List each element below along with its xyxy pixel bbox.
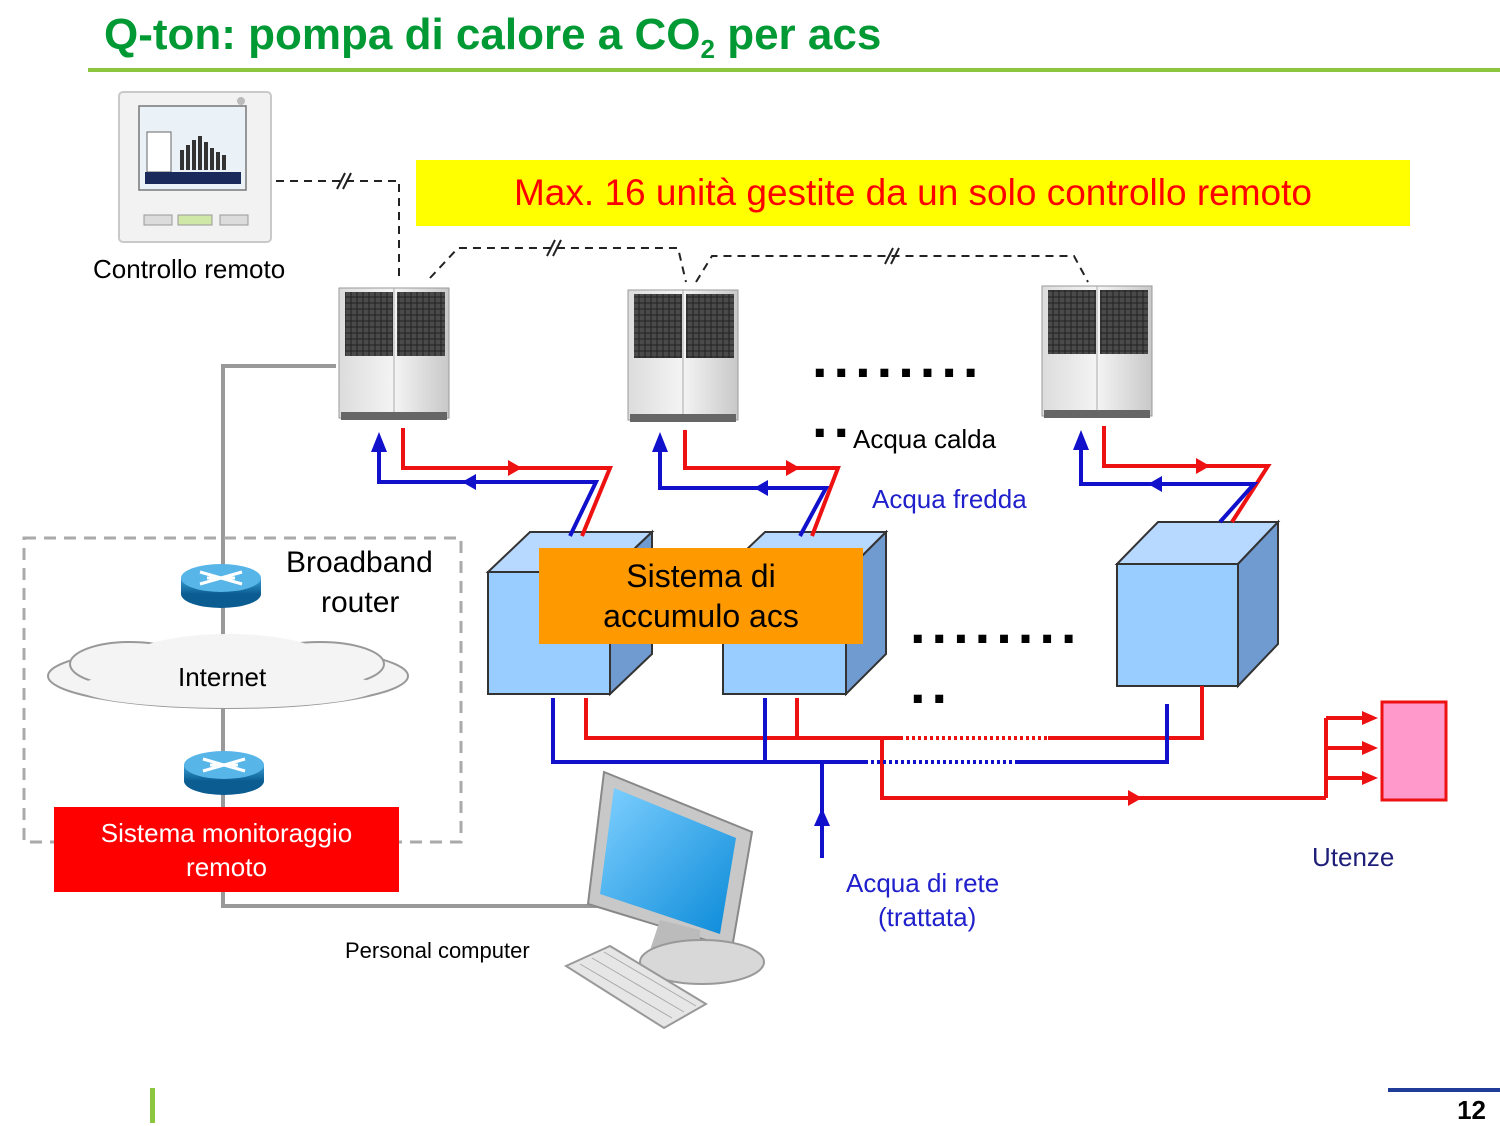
mains-water-label-line2: (trattata) bbox=[878, 902, 977, 932]
remote-control-device bbox=[118, 91, 272, 243]
heat-pump-unit-1 bbox=[338, 287, 450, 420]
mains-water-label-line1: Acqua di rete bbox=[846, 868, 1000, 898]
remote-monitoring-system: Sistema monitoraggio remoto bbox=[54, 807, 399, 892]
internet-label: Internet bbox=[178, 662, 267, 692]
broadband-router-label-line1: Broadband bbox=[286, 546, 433, 579]
cold-distribution bbox=[551, 698, 1169, 858]
users-label: Utenze bbox=[1312, 842, 1395, 872]
personal-computer-label: Personal computer bbox=[345, 938, 530, 963]
broadband-router-label-line2: router bbox=[321, 586, 400, 619]
hot-water-pipes bbox=[401, 426, 1272, 537]
units-ellipsis-2: .. bbox=[812, 386, 856, 449]
title-main: Q-ton: pompa di calore a CO bbox=[104, 10, 701, 59]
heat-pump-unit-16 bbox=[1041, 285, 1153, 418]
hot-distribution bbox=[584, 686, 1372, 800]
cold-water-pipes bbox=[377, 448, 1259, 537]
pipe-flow-arrows bbox=[371, 430, 1210, 496]
control-wiring bbox=[276, 180, 1089, 283]
storage-tank-16 bbox=[1114, 519, 1281, 689]
distribution-arrows bbox=[814, 711, 1378, 826]
storage-label-line1: Sistema di bbox=[626, 558, 776, 594]
title-subscript: 2 bbox=[700, 34, 715, 64]
page-number-bar bbox=[1388, 1088, 1500, 1092]
router-2-icon bbox=[184, 751, 264, 795]
cold-water-label: Acqua fredda bbox=[872, 484, 1027, 514]
storage-system-label: Sistema di accumulo acs bbox=[539, 548, 863, 644]
title-rule bbox=[88, 68, 1500, 72]
units-ellipsis: ........ bbox=[812, 326, 985, 389]
page-number: 12 bbox=[1457, 1095, 1486, 1125]
slide-title: Q-ton: pompa di calore a CO2 per acs bbox=[104, 10, 881, 65]
tanks-ellipsis: ........ bbox=[910, 592, 1083, 655]
tanks-ellipsis-2: .. bbox=[910, 652, 954, 715]
hot-water-label: Acqua calda bbox=[853, 424, 997, 454]
monitoring-region bbox=[22, 536, 463, 844]
heat-pump-unit-2 bbox=[627, 289, 739, 422]
remote-control-label: Controllo remoto bbox=[93, 254, 286, 284]
max-units-banner: Max. 16 unità gestite da un solo control… bbox=[416, 160, 1410, 226]
monitoring-label-line2: remoto bbox=[186, 851, 267, 882]
users-box bbox=[1380, 700, 1448, 802]
monitoring-label-line1: Sistema monitoraggio bbox=[100, 817, 353, 848]
wiring-break-marks bbox=[336, 172, 900, 265]
personal-computer-icon bbox=[563, 770, 765, 1030]
title-tail: per acs bbox=[714, 10, 882, 59]
footer-green-tick bbox=[150, 1088, 155, 1123]
router-1-icon bbox=[181, 564, 261, 608]
storage-label-line2: accumulo acs bbox=[603, 598, 799, 634]
internet-cloud-icon bbox=[47, 634, 409, 709]
